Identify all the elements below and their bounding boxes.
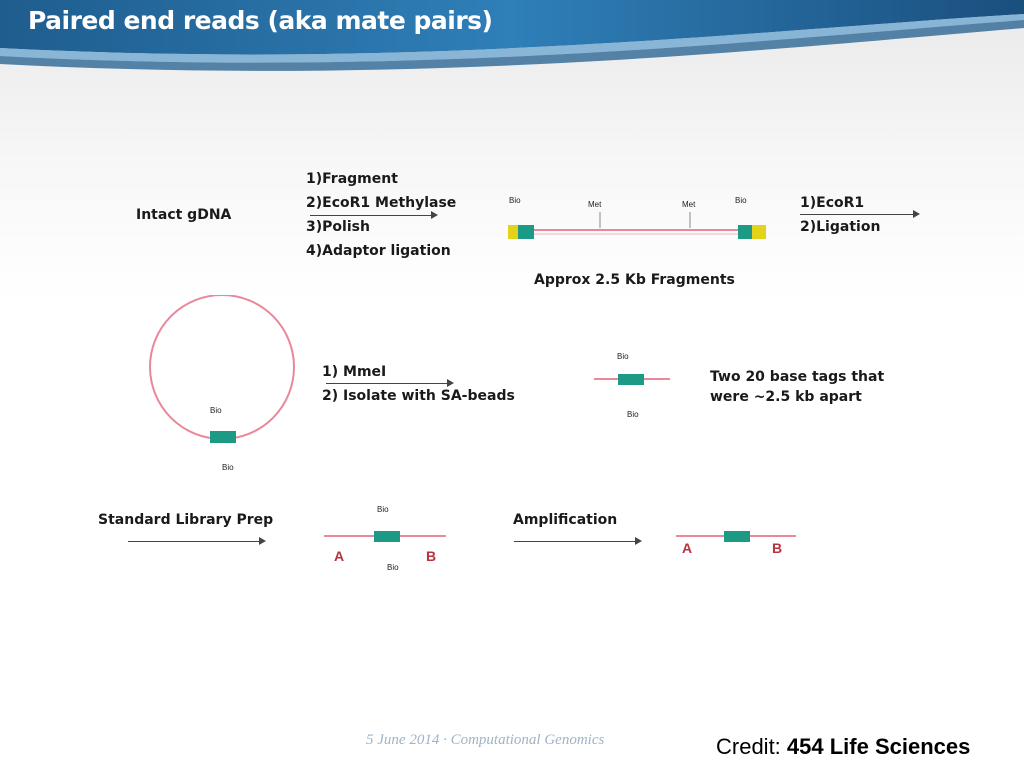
tags-label-line2: were ~2.5 kb apart <box>710 389 862 405</box>
step3-arrow <box>326 379 454 387</box>
met-tag-right: Met <box>682 200 696 209</box>
bio-tag-left: Bio <box>509 196 521 205</box>
bio-tag-circle-top: Bio <box>210 406 222 415</box>
credit-line: Credit: 454 Life Sciences <box>716 734 970 760</box>
step1-adaptor-ligation: 4)Adaptor ligation <box>306 243 451 259</box>
credit-prefix: Credit: <box>716 734 781 759</box>
met-tag-left: Met <box>588 200 602 209</box>
adaptor-b-amplified: B <box>772 540 783 556</box>
bio-tag-circle-bottom: Bio <box>222 463 234 472</box>
standard-library-prep-label: Standard Library Prep <box>98 512 274 528</box>
library-fragment-diagram <box>324 531 446 542</box>
adaptor-a-library: A <box>334 548 345 564</box>
std-prep-arrow <box>128 537 266 545</box>
bio-tag-library-top: Bio <box>377 505 389 514</box>
footer-date-course: 5 June 2014 · Computational Genomics <box>366 732 605 748</box>
amplified-fragment-diagram <box>676 531 796 542</box>
adaptor-a-amplified: A <box>682 540 693 556</box>
linear-fragment-diagram <box>508 212 766 239</box>
step2-ecor1: 1)EcoR1 <box>800 195 865 211</box>
step2-arrow <box>800 210 920 218</box>
step1-fragment: 1)Fragment <box>306 171 398 187</box>
step3-mmei: 1) MmeI <box>322 364 387 380</box>
bio-tag-fragment-bottom: Bio <box>627 410 639 419</box>
credit-source: 454 Life Sciences <box>786 734 971 759</box>
intact-gdna-label: Intact gDNA <box>136 207 232 223</box>
step1-methylase: 2)EcoR1 Methylase <box>306 195 457 211</box>
tag-fragment-diagram <box>594 374 670 385</box>
bio-tag-right: Bio <box>735 196 747 205</box>
amplification-arrow <box>514 537 642 545</box>
header-banner <box>0 0 1024 71</box>
slide-title: Paired end reads (aka mate pairs) <box>28 6 493 35</box>
step1-polish: 3)Polish <box>306 219 370 235</box>
adaptor-b-library: B <box>426 548 437 564</box>
step1-arrow <box>310 211 438 219</box>
tags-label-line1: Two 20 base tags that <box>710 369 885 385</box>
circular-dna-diagram <box>149 295 295 443</box>
bio-tag-fragment-top: Bio <box>617 352 629 361</box>
amplification-label: Amplification <box>513 512 618 528</box>
fragment-size-label: Approx 2.5 Kb Fragments <box>534 272 735 288</box>
step2-ligation: 2)Ligation <box>800 219 881 235</box>
step3-isolate: 2) Isolate with SA-beads <box>322 388 515 404</box>
bio-tag-library-bottom: Bio <box>387 563 399 572</box>
